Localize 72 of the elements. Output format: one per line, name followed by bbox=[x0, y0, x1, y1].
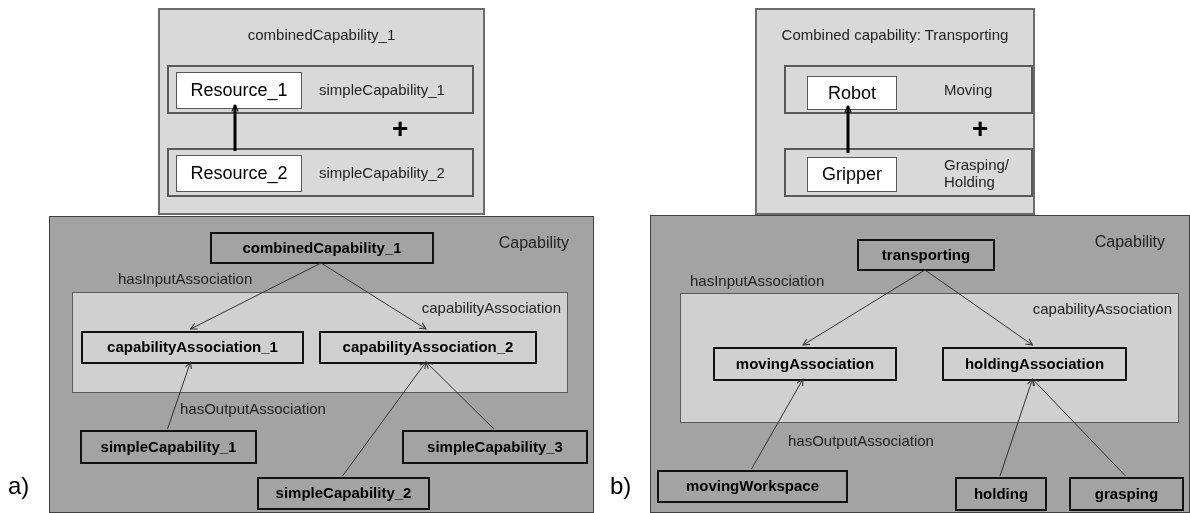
association-panel bbox=[72, 292, 568, 393]
class-box bbox=[81, 331, 304, 364]
arrow bbox=[1032, 378, 1126, 477]
node-label: Moving bbox=[944, 80, 994, 99]
arrow bbox=[231, 104, 239, 151]
capability-band bbox=[167, 148, 474, 197]
relation-label: hasInputAssociation bbox=[118, 269, 253, 289]
panel-label: a) bbox=[8, 471, 30, 501]
arrow bbox=[167, 361, 192, 430]
capability-band bbox=[167, 65, 474, 114]
node-label: holding bbox=[973, 483, 1029, 504]
node-label: Capability bbox=[1094, 232, 1165, 252]
class-box bbox=[942, 347, 1127, 381]
node-label: Combined capability: Transporting bbox=[780, 25, 1010, 45]
node-label: Grasping/ Holding bbox=[944, 155, 1011, 190]
capability-panel bbox=[49, 216, 594, 513]
class-box bbox=[955, 477, 1047, 511]
combined-capability-panel bbox=[158, 8, 485, 215]
node-label: transporting bbox=[881, 244, 971, 265]
node-label: movingWorkspace bbox=[685, 476, 820, 497]
resource-box bbox=[807, 157, 897, 192]
class-box bbox=[319, 331, 537, 364]
arrow bbox=[342, 361, 427, 477]
class-box bbox=[210, 232, 434, 264]
node-label: grasping bbox=[1094, 483, 1159, 504]
node-label: movingAssociation bbox=[735, 353, 875, 374]
node-label: Capability bbox=[498, 233, 569, 253]
plus-sign: + bbox=[972, 115, 989, 143]
node-label: Gripper bbox=[822, 163, 882, 186]
relation-label: hasOutputAssociation bbox=[788, 431, 934, 451]
class-box bbox=[402, 430, 588, 464]
arrow bbox=[924, 269, 1033, 346]
arrow bbox=[320, 262, 427, 330]
node-label: capabilityAssociation bbox=[1032, 299, 1172, 319]
arrow bbox=[844, 105, 852, 153]
node-label: Robot bbox=[827, 81, 876, 105]
node-label: Resource_2 bbox=[190, 162, 288, 186]
relation-label: hasInputAssociation bbox=[690, 271, 825, 291]
class-box bbox=[1069, 477, 1184, 511]
capability-panel bbox=[650, 215, 1190, 513]
arrow bbox=[425, 361, 495, 430]
capability-band bbox=[784, 148, 1033, 197]
class-box bbox=[713, 347, 897, 381]
resource-box bbox=[807, 76, 897, 110]
node-label: capabilityAssociation_2 bbox=[342, 337, 514, 358]
node-label: combinedCapability_1 bbox=[242, 237, 402, 258]
node-label: simpleCapability_2 bbox=[319, 163, 446, 182]
plus-sign: + bbox=[392, 115, 409, 143]
node-label: Resource_1 bbox=[190, 79, 288, 103]
class-box bbox=[80, 430, 257, 464]
node-label: simpleCapability_1 bbox=[100, 436, 237, 457]
class-box bbox=[257, 477, 430, 510]
arrow bbox=[802, 269, 926, 346]
node-label: capabilityAssociation bbox=[421, 298, 561, 318]
node-label: simpleCapability_1 bbox=[319, 80, 446, 99]
association-panel bbox=[680, 293, 1179, 423]
resource-box bbox=[176, 72, 302, 109]
combined-capability-panel bbox=[755, 8, 1035, 215]
capability-band bbox=[784, 65, 1033, 114]
arrow bbox=[999, 378, 1034, 477]
panel-label: b) bbox=[610, 471, 632, 501]
arrow bbox=[751, 378, 804, 470]
node-label: combinedCapability_1 bbox=[246, 25, 397, 45]
arrow bbox=[190, 262, 322, 330]
resource-box bbox=[176, 155, 302, 192]
node-label: simpleCapability_3 bbox=[427, 436, 563, 457]
node-label: capabilityAssociation_1 bbox=[107, 337, 278, 358]
node-label: holdingAssociation bbox=[964, 353, 1105, 374]
node-label: simpleCapability_2 bbox=[275, 483, 412, 504]
class-box bbox=[857, 239, 995, 271]
class-box bbox=[657, 470, 848, 503]
relation-label: hasOutputAssociation bbox=[180, 399, 326, 419]
